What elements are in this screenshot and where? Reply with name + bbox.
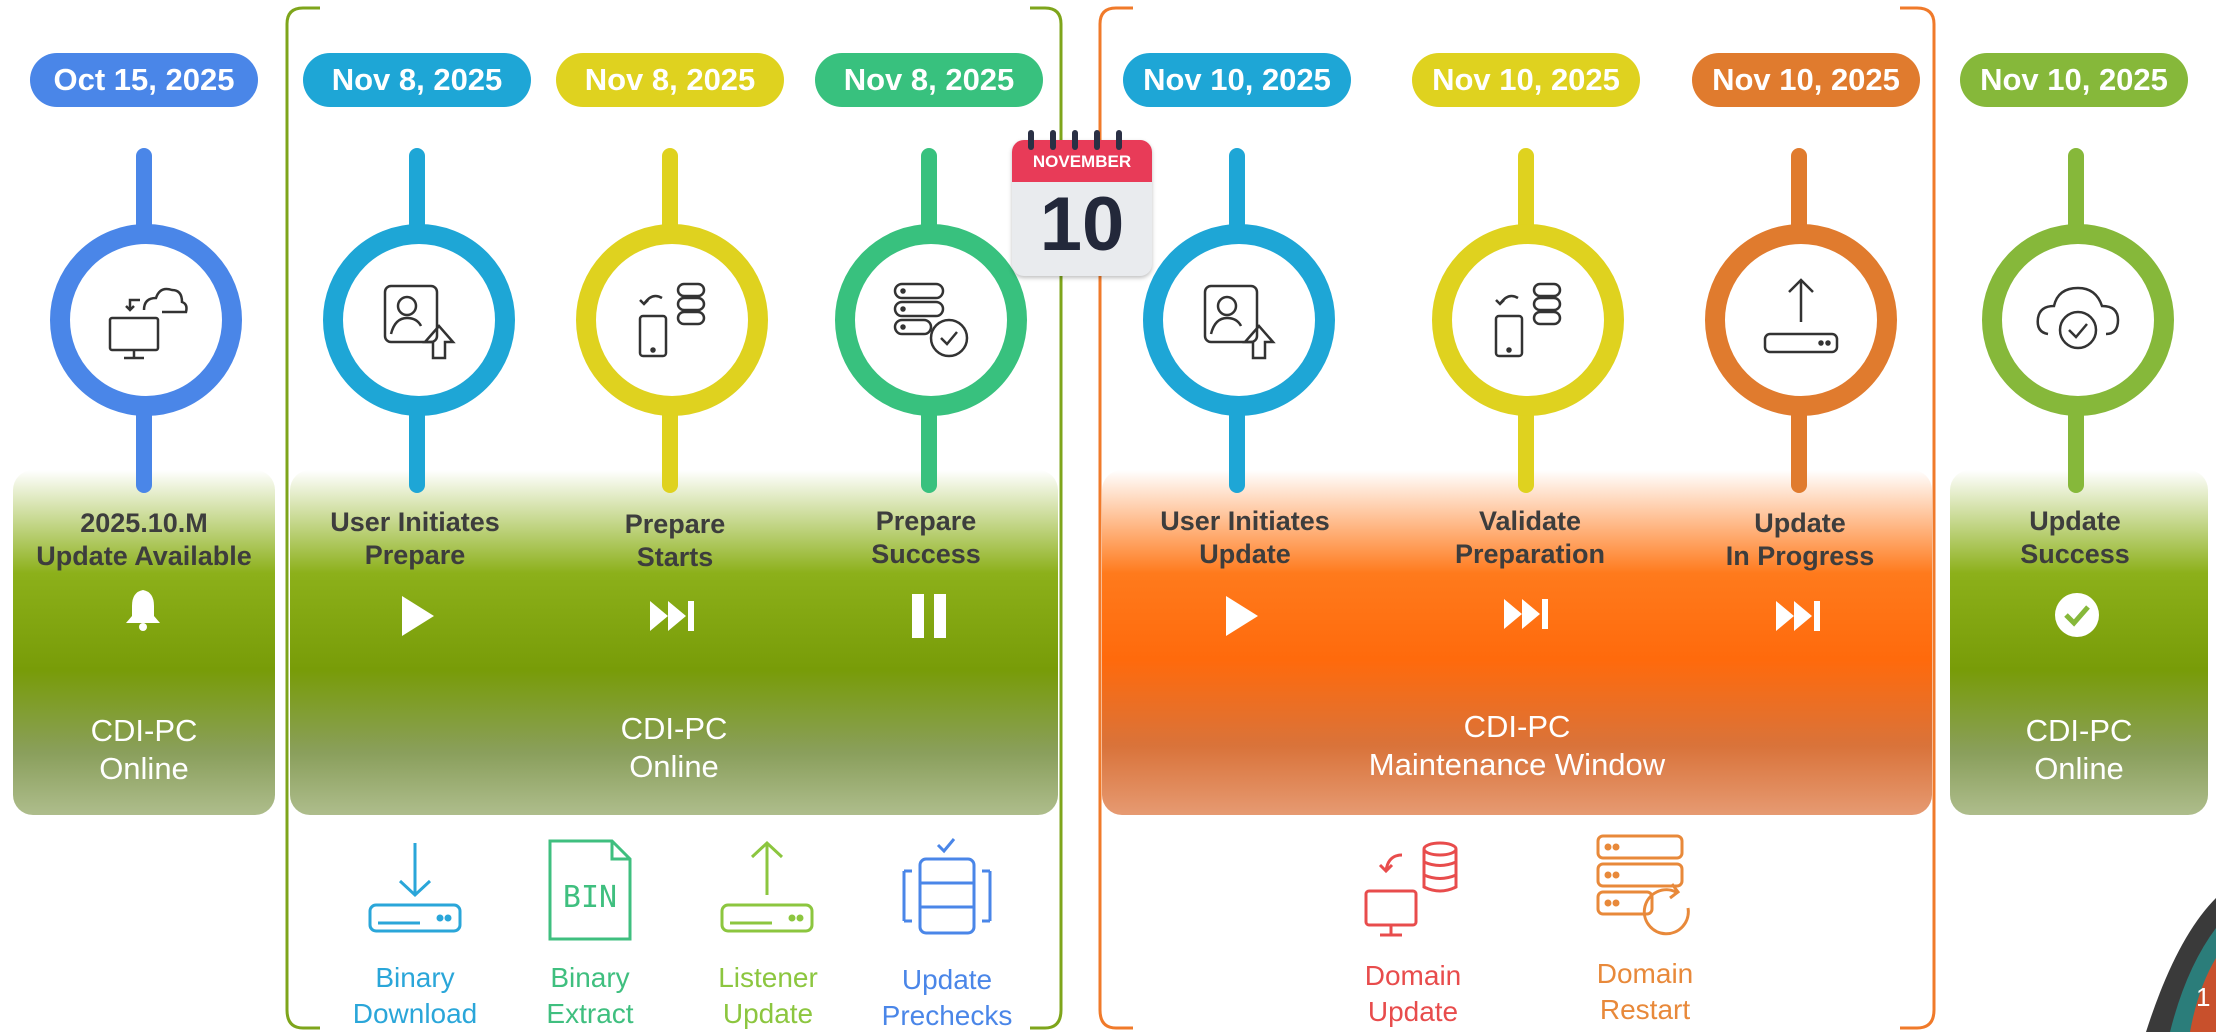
- stage-ring: [1432, 224, 1624, 416]
- corner-text: 1: [2196, 982, 2211, 1012]
- stage-ring: [1982, 224, 2174, 416]
- upload-router-icon: [720, 840, 814, 933]
- calendar-month: NOVEMBER: [1032, 152, 1132, 171]
- server-check-icon: [893, 282, 969, 358]
- user-upload-icon: [1203, 284, 1276, 360]
- stage-label: User Initiates Update: [1160, 506, 1330, 569]
- substep-label: Domain Restart: [1596, 958, 1694, 1025]
- cloud-check-icon: [2036, 286, 2120, 350]
- check-circle-icon: [2055, 593, 2099, 637]
- play-icon: [402, 596, 434, 636]
- date-pill: Nov 10, 2025: [1123, 53, 1351, 107]
- calendar-day: 10: [1039, 182, 1125, 267]
- band-text-2: CDI-PC Online: [620, 711, 728, 784]
- stage-label: Prepare Success: [871, 506, 981, 569]
- substep-label: Domain Update: [1364, 960, 1462, 1027]
- cloud-sync-monitor-icon: [108, 287, 188, 360]
- stage-label: Prepare Starts: [624, 509, 726, 572]
- bin-file-icon: BIN: [548, 839, 632, 941]
- upload-router-icon: [1763, 278, 1839, 354]
- fast-forward-icon: [1504, 599, 1548, 629]
- band-text-1: CDI-PC Online: [90, 713, 198, 786]
- pause-icon: [912, 594, 946, 638]
- maintenance-band: [1102, 470, 1932, 815]
- stage-ring: [835, 224, 1027, 416]
- date-pill: Nov 8, 2025: [303, 53, 531, 107]
- date-pill: Nov 8, 2025: [556, 53, 784, 107]
- stage-label: 2025.10.M Update Available: [36, 508, 252, 571]
- fast-forward-icon: [1776, 601, 1820, 631]
- database-check-icon: [902, 838, 992, 935]
- bell-icon: [126, 590, 160, 631]
- stage-ring: [1705, 224, 1897, 416]
- stage-label: Update In Progress: [1725, 508, 1875, 571]
- stage-ring: [323, 224, 515, 416]
- substep-label: Binary Download: [352, 962, 478, 1029]
- monitor-database-sync-icon: [1364, 841, 1458, 937]
- calendar-icon: NOVEMBER 10: [1012, 130, 1152, 276]
- device-database-sync-icon: [638, 282, 706, 358]
- band-text-4: CDI-PC Online: [2025, 713, 2133, 786]
- stage-label: Validate Preparation: [1454, 506, 1606, 569]
- online-band-2: [290, 470, 1058, 815]
- user-upload-icon: [383, 284, 456, 360]
- date-pill: Nov 10, 2025: [1960, 53, 2188, 107]
- svg-text:BIN: BIN: [563, 880, 617, 915]
- date-pill: Nov 8, 2025: [815, 53, 1043, 107]
- stage-label: User Initiates Prepare: [330, 507, 500, 570]
- date-pill: Nov 10, 2025: [1692, 53, 1920, 107]
- server-restart-icon: [1596, 834, 1690, 936]
- band-text-3: CDI-PC Maintenance Window: [1368, 709, 1666, 782]
- fast-forward-icon: [650, 601, 694, 631]
- substep-label: Listener Update: [718, 962, 818, 1029]
- substep-label: Binary Extract: [546, 962, 634, 1029]
- date-pill: Nov 10, 2025: [1412, 53, 1640, 107]
- download-router-icon: [368, 843, 462, 933]
- online-band-1: [13, 470, 275, 815]
- play-icon: [1226, 596, 1258, 636]
- online-band-3: [1950, 470, 2208, 815]
- stage-ring: [1143, 224, 1335, 416]
- corner-decoration: [2146, 898, 2216, 1032]
- stage-label: Update Success: [2020, 506, 2130, 569]
- date-pill: Oct 15, 2025: [30, 53, 258, 107]
- substep-label: Update Prechecks: [881, 964, 1013, 1031]
- device-database-sync-icon: [1494, 282, 1562, 358]
- stage-ring: [50, 224, 242, 416]
- stage-ring: [576, 224, 768, 416]
